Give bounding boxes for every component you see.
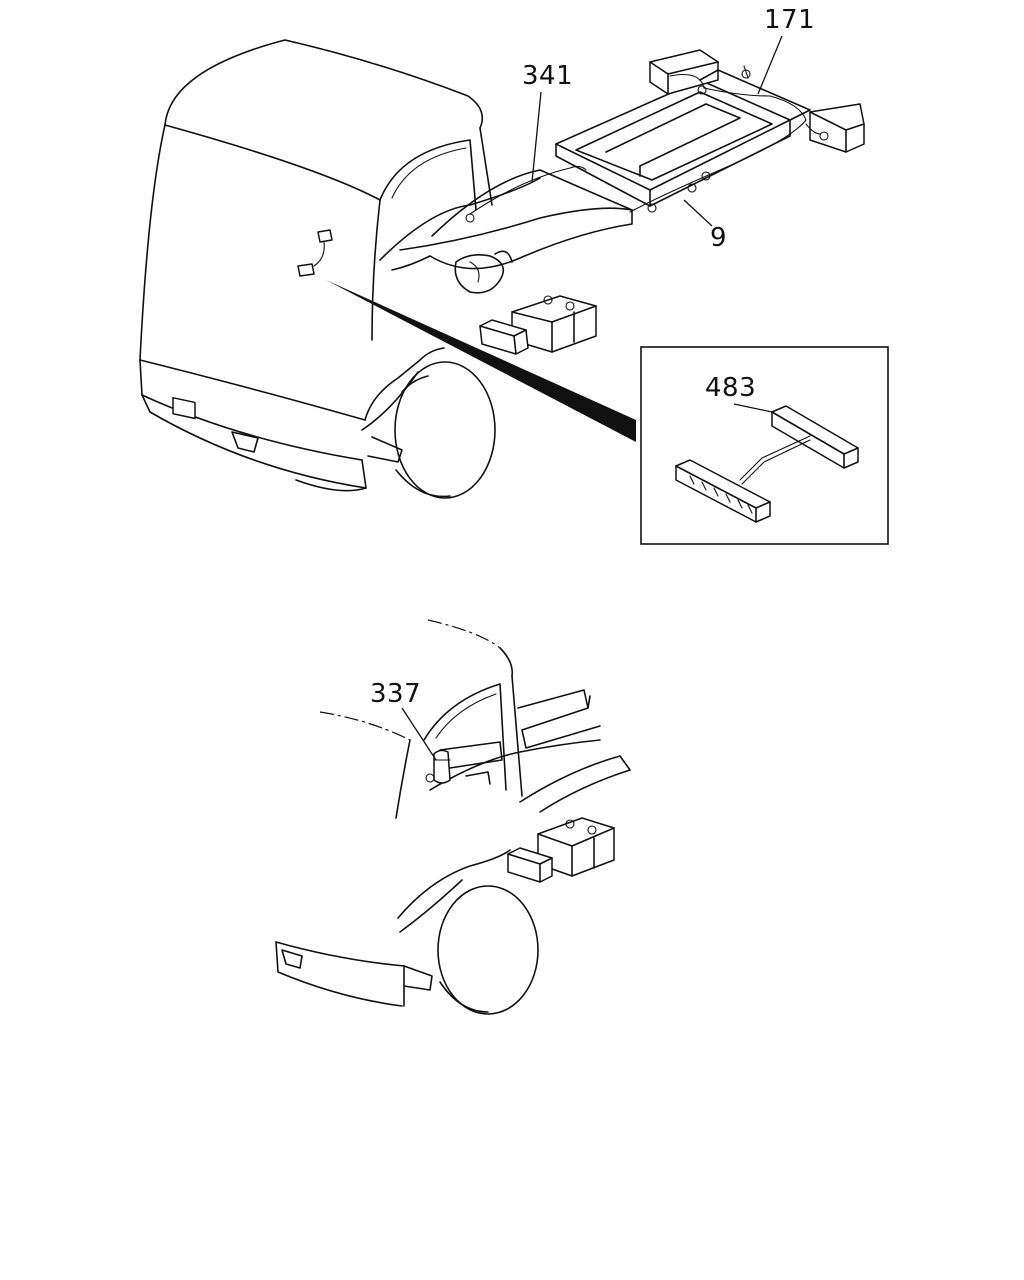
callout-483-label: 483 (705, 373, 756, 403)
callout-337: 337 (370, 679, 437, 761)
truck-front-view-top (139, 39, 636, 499)
callout-171: 171 (757, 5, 815, 95)
callout-9: 9 (683, 199, 727, 253)
callout-337-label: 337 (370, 679, 421, 709)
chassis-frame (555, 49, 865, 213)
callout-341: 341 (522, 61, 573, 183)
detail-box-harness-483: 483 (640, 346, 889, 545)
callout-9-label: 9 (710, 223, 727, 253)
callout-171-label: 171 (764, 5, 815, 35)
callout-341-label: 341 (522, 61, 573, 91)
truck-front-view-bottom (275, 619, 631, 1015)
